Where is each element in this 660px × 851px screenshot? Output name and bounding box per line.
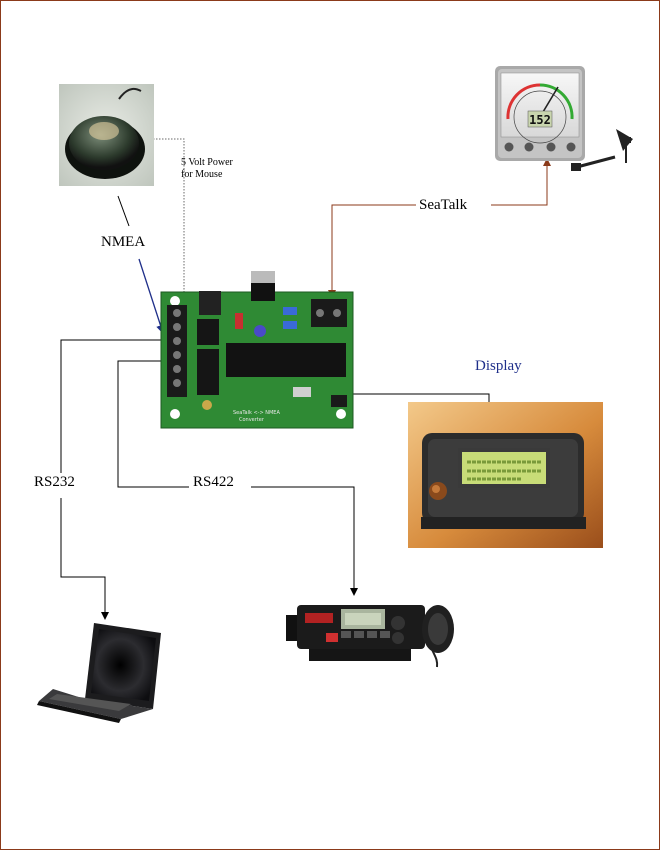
gps-nmea-line [117,195,130,227]
wind-display-value: 152 [529,113,551,127]
power-label-line2: for Mouse [181,169,223,180]
rs422-label: RS422 [190,474,237,491]
laptop-image [37,623,161,723]
rs422-wire-right [251,486,358,596]
power-label: 5 Volt Power for Mouse [181,157,233,181]
gps-mouse-image [59,84,154,186]
wind-vane-icon [571,129,633,171]
power-label-line1: 5 Volt Power [181,157,233,168]
board-text-line2: Converter [239,417,265,423]
converter-board-image [160,271,354,429]
rs232-wire-bottom [60,498,109,620]
wind-instrument-image [495,66,585,161]
vhf-radio-image [286,605,454,668]
nmea-label: NMEA [101,234,146,250]
seatalk-label: SeaTalk [419,197,468,213]
rs232-label: RS232 [31,474,78,491]
power-wire [153,138,185,299]
nmea-arrow [138,258,165,334]
display-label: Display [475,358,522,374]
seatalk-wire-right [491,158,551,206]
lcd-display-image [408,402,603,548]
rs422-wire-left [117,360,189,488]
board-text-line1: SeaTalk <-> NMEA [233,410,280,416]
rs232-wire-top [60,339,169,473]
seatalk-wire-left [328,204,416,298]
